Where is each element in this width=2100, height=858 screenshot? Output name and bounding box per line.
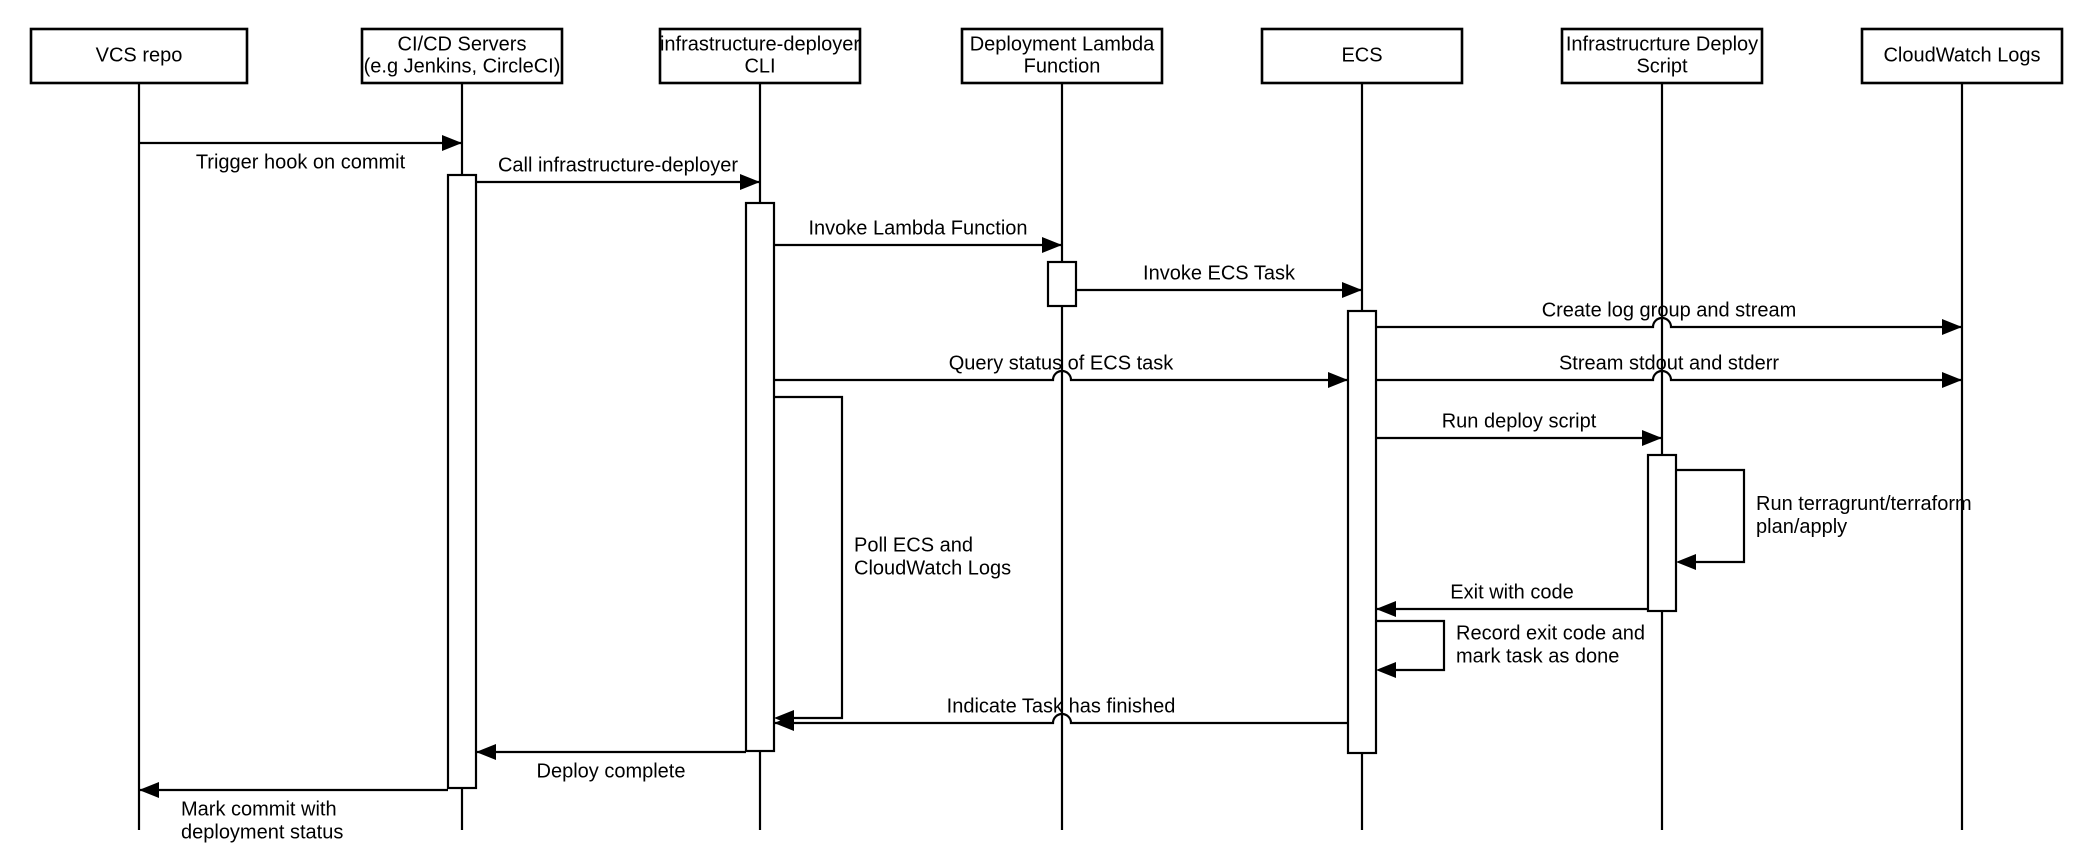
- message-label: Indicate Task has finished: [947, 695, 1176, 717]
- message-label: Run deploy script: [1442, 410, 1597, 432]
- message-label: Invoke Lambda Function: [808, 217, 1027, 239]
- arrowhead: [1942, 319, 1962, 335]
- participant-box-deploy: [1560, 27, 1764, 85]
- participant-label-cwlogs: CloudWatch Logs: [1883, 44, 2040, 66]
- message-m3[interactable]: Invoke Lambda Function: [774, 217, 1062, 253]
- participant-cwlogs[interactable]: CloudWatch Logs: [1860, 27, 2064, 85]
- participant-box-cwlogs: [1860, 27, 2064, 85]
- arrowhead: [1376, 601, 1396, 617]
- participant-label-cicd: CI/CD Servers: [398, 33, 527, 55]
- participant-cicd[interactable]: CI/CD Servers(e.g Jenkins, CircleCI): [360, 27, 564, 85]
- message-label: Query status of ECS task: [949, 352, 1175, 374]
- message-m4[interactable]: Invoke ECS Task: [1076, 262, 1362, 298]
- arrowhead: [1342, 282, 1362, 298]
- participant-label-lambda: Deployment Lambda: [970, 33, 1155, 55]
- participant-box-ecs: [1260, 27, 1464, 85]
- self-message-line: [1676, 468, 1746, 564]
- arrowhead: [476, 744, 496, 760]
- participant-label-ecs: ECS: [1341, 44, 1382, 66]
- participant-box-vcs: [29, 27, 249, 85]
- activation-bar-cicd: [446, 173, 478, 790]
- message-line: [774, 369, 1348, 382]
- arrowhead: [1328, 372, 1348, 388]
- activation-bar-ecs: [1346, 309, 1378, 755]
- participants-layer: VCS repo CI/CD Servers(e.g Jenkins, Circl…: [29, 27, 2064, 85]
- arrowhead: [1676, 554, 1696, 570]
- participant-label-deploy: Script: [1636, 55, 1688, 77]
- message-m2[interactable]: Call infrastructure-deployer: [476, 154, 760, 190]
- self-message-label: plan/apply: [1756, 516, 1847, 538]
- activation-bar-deploy: [1646, 453, 1678, 613]
- participant-vcs[interactable]: VCS repo: [29, 27, 249, 85]
- self-message-line: [1376, 619, 1446, 672]
- message-label: Invoke ECS Task: [1143, 262, 1296, 284]
- message-m8[interactable]: Run deploy script: [1376, 410, 1662, 446]
- arrowhead: [442, 135, 462, 151]
- message-label: Create log group and stream: [1542, 299, 1797, 321]
- message-label: deployment status: [181, 821, 343, 843]
- messages-layer: Trigger hook on commit Call infrastructur…: [139, 135, 1962, 843]
- arrowhead: [740, 174, 760, 190]
- activation-bar-lambda: [1046, 260, 1078, 308]
- self-message-label: CloudWatch Logs: [854, 557, 1011, 579]
- message-label: Stream stdout and stderr: [1559, 352, 1779, 374]
- message-m10[interactable]: Indicate Task has finished: [774, 695, 1348, 731]
- self-message-label: Poll ECS and: [854, 534, 973, 556]
- message-m6[interactable]: Query status of ECS task: [774, 352, 1348, 388]
- message-line: [1376, 369, 1962, 382]
- participant-label-vcs: VCS repo: [96, 44, 183, 66]
- self-message-line: [774, 395, 844, 720]
- participant-label-deploy: Infrastrucrture Deploy: [1566, 33, 1758, 55]
- participant-label-cli: infrastructure-deployer: [660, 33, 860, 55]
- message-m5[interactable]: Create log group and stream: [1376, 299, 1962, 335]
- message-m11[interactable]: Deploy complete: [476, 744, 746, 782]
- message-line: [1376, 316, 1962, 329]
- arrowhead: [139, 782, 159, 798]
- participant-label-lambda: Function: [1024, 55, 1101, 77]
- message-label: Trigger hook on commit: [196, 151, 406, 173]
- self-message-label: mark task as done: [1456, 645, 1619, 667]
- message-label: Mark commit with: [181, 798, 337, 820]
- activations-layer: [446, 173, 1678, 790]
- arrowhead: [774, 710, 794, 726]
- self-message-label: Record exit code and: [1456, 622, 1645, 644]
- message-m7[interactable]: Stream stdout and stderr: [1376, 352, 1962, 388]
- message-label: Exit with code: [1450, 581, 1573, 603]
- self-message-label: Run terragrunt/terraform: [1756, 493, 1972, 515]
- lifelines-layer: [137, 83, 1964, 830]
- participant-ecs[interactable]: ECS: [1260, 27, 1464, 85]
- participant-label-cli: CLI: [744, 55, 775, 77]
- message-m1[interactable]: Trigger hook on commit: [139, 135, 462, 173]
- arrowhead: [1042, 237, 1062, 253]
- message-label: Call infrastructure-deployer: [498, 154, 738, 176]
- participant-box-lambda: [960, 27, 1164, 85]
- activation-bar-cli: [744, 201, 776, 753]
- participant-box-cicd: [360, 27, 564, 85]
- message-line: [774, 712, 1348, 725]
- arrowhead: [1376, 662, 1396, 678]
- message-label: Deploy complete: [537, 760, 686, 782]
- message-m9[interactable]: Exit with code: [1376, 581, 1648, 617]
- participant-label-cicd: (e.g Jenkins, CircleCI): [364, 55, 561, 77]
- participant-box-cli: [658, 27, 862, 85]
- arrowhead: [1942, 372, 1962, 388]
- arrowhead: [1642, 430, 1662, 446]
